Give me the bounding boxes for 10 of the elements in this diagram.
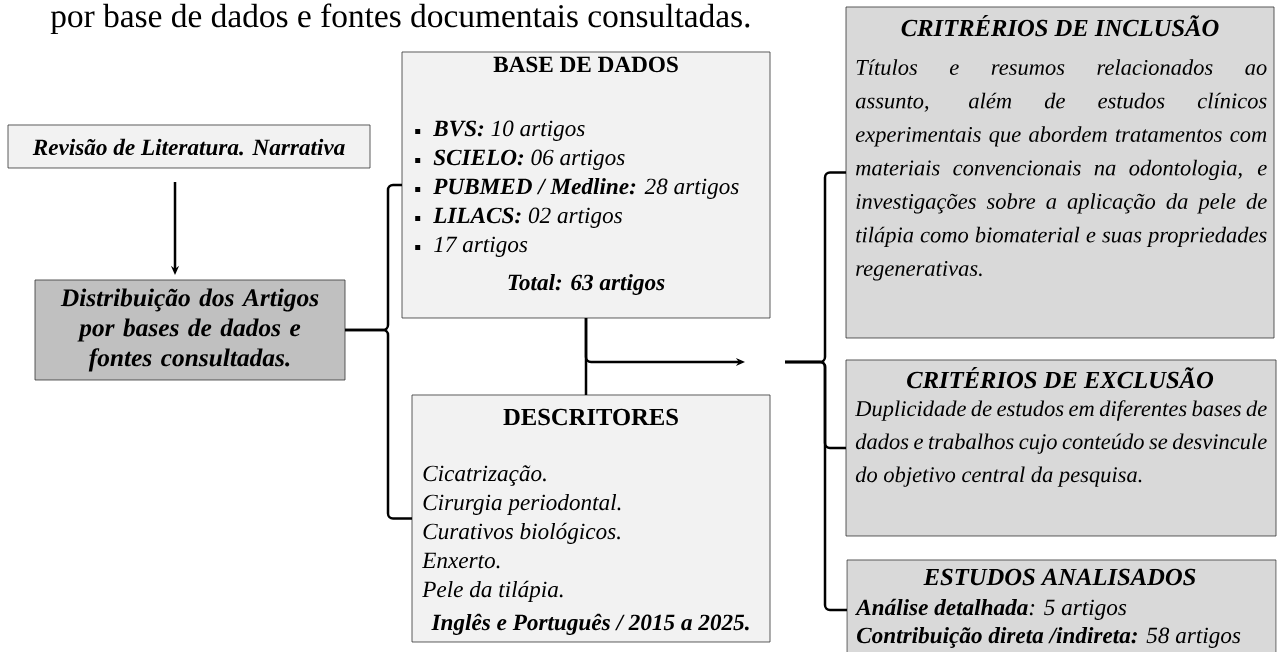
- connector: [785, 360, 847, 612]
- descriptor-box: DESCRITORES Cicatrização. Cirurgia periodontal. Curativos biológicos. Enxerto. Pele da tilápia. Inglês e Português / 2015 a 2025.: [411, 394, 771, 643]
- studies-box: ESTUDOS ANALISADOS Análise detalhada: 5 artigos Contribuição direta /indireta: 58 artigos: [846, 559, 1277, 652]
- caption-text: por base de dados e fontes documentais consultadas.: [50, 3, 750, 35]
- criteria-box: CRITRÉRIOS DE INCLUSÃO Títulos e resumos relacionados ao assunto, além de estudos clínicos experimentais que abordem tratamentos com materiais convencionais na odontologia, e investigações sobre a aplicação da pele de tilápia como biomaterial e suas propriedades regenerativas.: [845, 6, 1275, 339]
- criteria-box: CRITÉRIOS DE EXCLUSÃO Duplicidade de estudos em diferentes bases de dados e trabalhos cujo conteúdo se desvincule do objetivo central da pesquisa.: [845, 359, 1277, 537]
- summary-box: Distribuição dos Artigos por bases de dados e fontes consultadas.: [34, 279, 346, 381]
- database-box: BASE DE DADOS BVS: 10 artigos SCIELO: 06 artigos PUBMED / Medline: 28 artigos LILACS: 02 artigos 17 artigos Total: 63 artigos: [401, 51, 771, 319]
- title-box: Revisão de Literatura. Narrativa: [7, 124, 371, 169]
- connector: [345, 328, 412, 520]
